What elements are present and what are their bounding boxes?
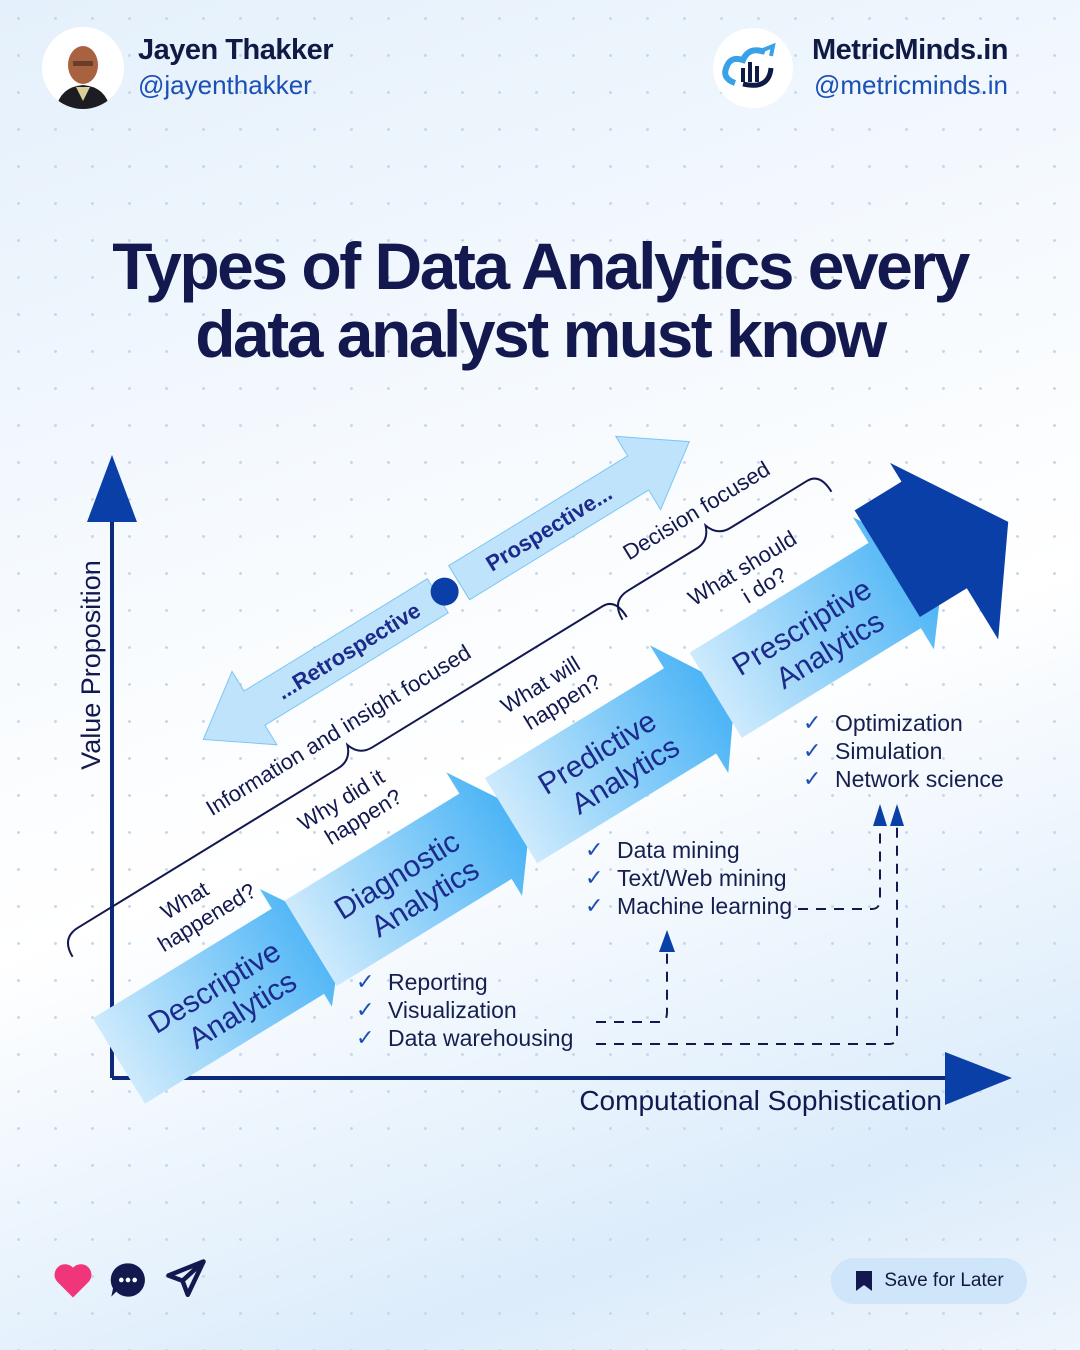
list-item: Optimization [835, 710, 963, 736]
share-send-icon[interactable] [165, 1258, 207, 1300]
prescriptive-arrow [689, 517, 945, 738]
check-icon: ✓ [803, 710, 822, 735]
prospective-label: Prospective... [481, 480, 616, 576]
list-item: Data warehousing [388, 1025, 574, 1051]
title-line-2: data analyst must know [195, 297, 887, 371]
heart-icon[interactable] [52, 1260, 94, 1300]
descriptive-tools-list: ✓ Reporting ✓ Visualization ✓ Data warehous… [356, 968, 573, 1052]
brand-handle[interactable]: @metricminds.in [814, 70, 1008, 100]
check-icon: ✓ [356, 1025, 375, 1050]
author-name: Jayen Thakker [138, 34, 334, 66]
bracket-information [67, 602, 628, 958]
arrowhead-up [890, 804, 904, 826]
connector-warehousing-to-prescriptive [596, 826, 898, 1045]
check-icon: ✓ [585, 893, 604, 918]
predictive-tools-list: ✓ Data mining ✓ Text/Web mining ✓ Machine l… [585, 836, 792, 920]
check-icon: ✓ [585, 865, 604, 890]
x-axis-label: Computational Sophistication [579, 1085, 942, 1116]
page-title: Types of Data Analytics every data analy… [0, 232, 1080, 368]
bracket-decision [616, 477, 833, 621]
save-label: Save for Later [884, 1270, 1004, 1291]
author-avatar [42, 27, 124, 109]
descriptive-arrow [92, 888, 344, 1104]
list-item: Network science [835, 766, 1004, 792]
arrowhead-up [873, 804, 887, 826]
prescriptive-tools-list: ✓ Optimization ✓ Simulation ✓ Network scien… [803, 709, 1004, 793]
diagnostic-arrow [284, 772, 531, 987]
check-icon: ✓ [356, 997, 375, 1022]
brand-name: MetricMinds.in [812, 34, 1009, 66]
list-item: Machine learning [617, 893, 793, 919]
title-line-1: Types of Data Analytics every [112, 229, 970, 303]
bookmark-icon [856, 1271, 873, 1291]
comment-icon[interactable] [108, 1260, 148, 1300]
connector-ml-to-prescriptive [798, 826, 881, 910]
connector-reporting-to-predictive [596, 952, 668, 1023]
final-arrowhead [854, 462, 1009, 640]
check-icon: ✓ [803, 766, 822, 791]
check-icon: ✓ [585, 837, 604, 862]
list-item: Data mining [617, 837, 740, 863]
brand-logo [713, 28, 793, 108]
predictive-arrow [484, 645, 736, 864]
arrowhead-up [659, 930, 675, 952]
list-item: Simulation [835, 738, 943, 764]
y-axis-arrowhead [87, 455, 137, 522]
list-item: Visualization [388, 997, 517, 1023]
check-icon: ✓ [803, 738, 822, 763]
x-axis-arrowhead [945, 1052, 1012, 1105]
check-icon: ✓ [356, 969, 375, 994]
timeline-dot [430, 577, 459, 606]
save-for-later-button[interactable]: Save for Later [831, 1258, 1027, 1304]
y-axis-label: Value Proposition [76, 560, 106, 770]
prospective-arrow [447, 435, 691, 601]
list-item: Text/Web mining [617, 865, 787, 891]
retrospective-arrow [202, 578, 449, 746]
author-handle[interactable]: @jayenthakker [138, 70, 312, 100]
list-item: Reporting [388, 969, 488, 995]
